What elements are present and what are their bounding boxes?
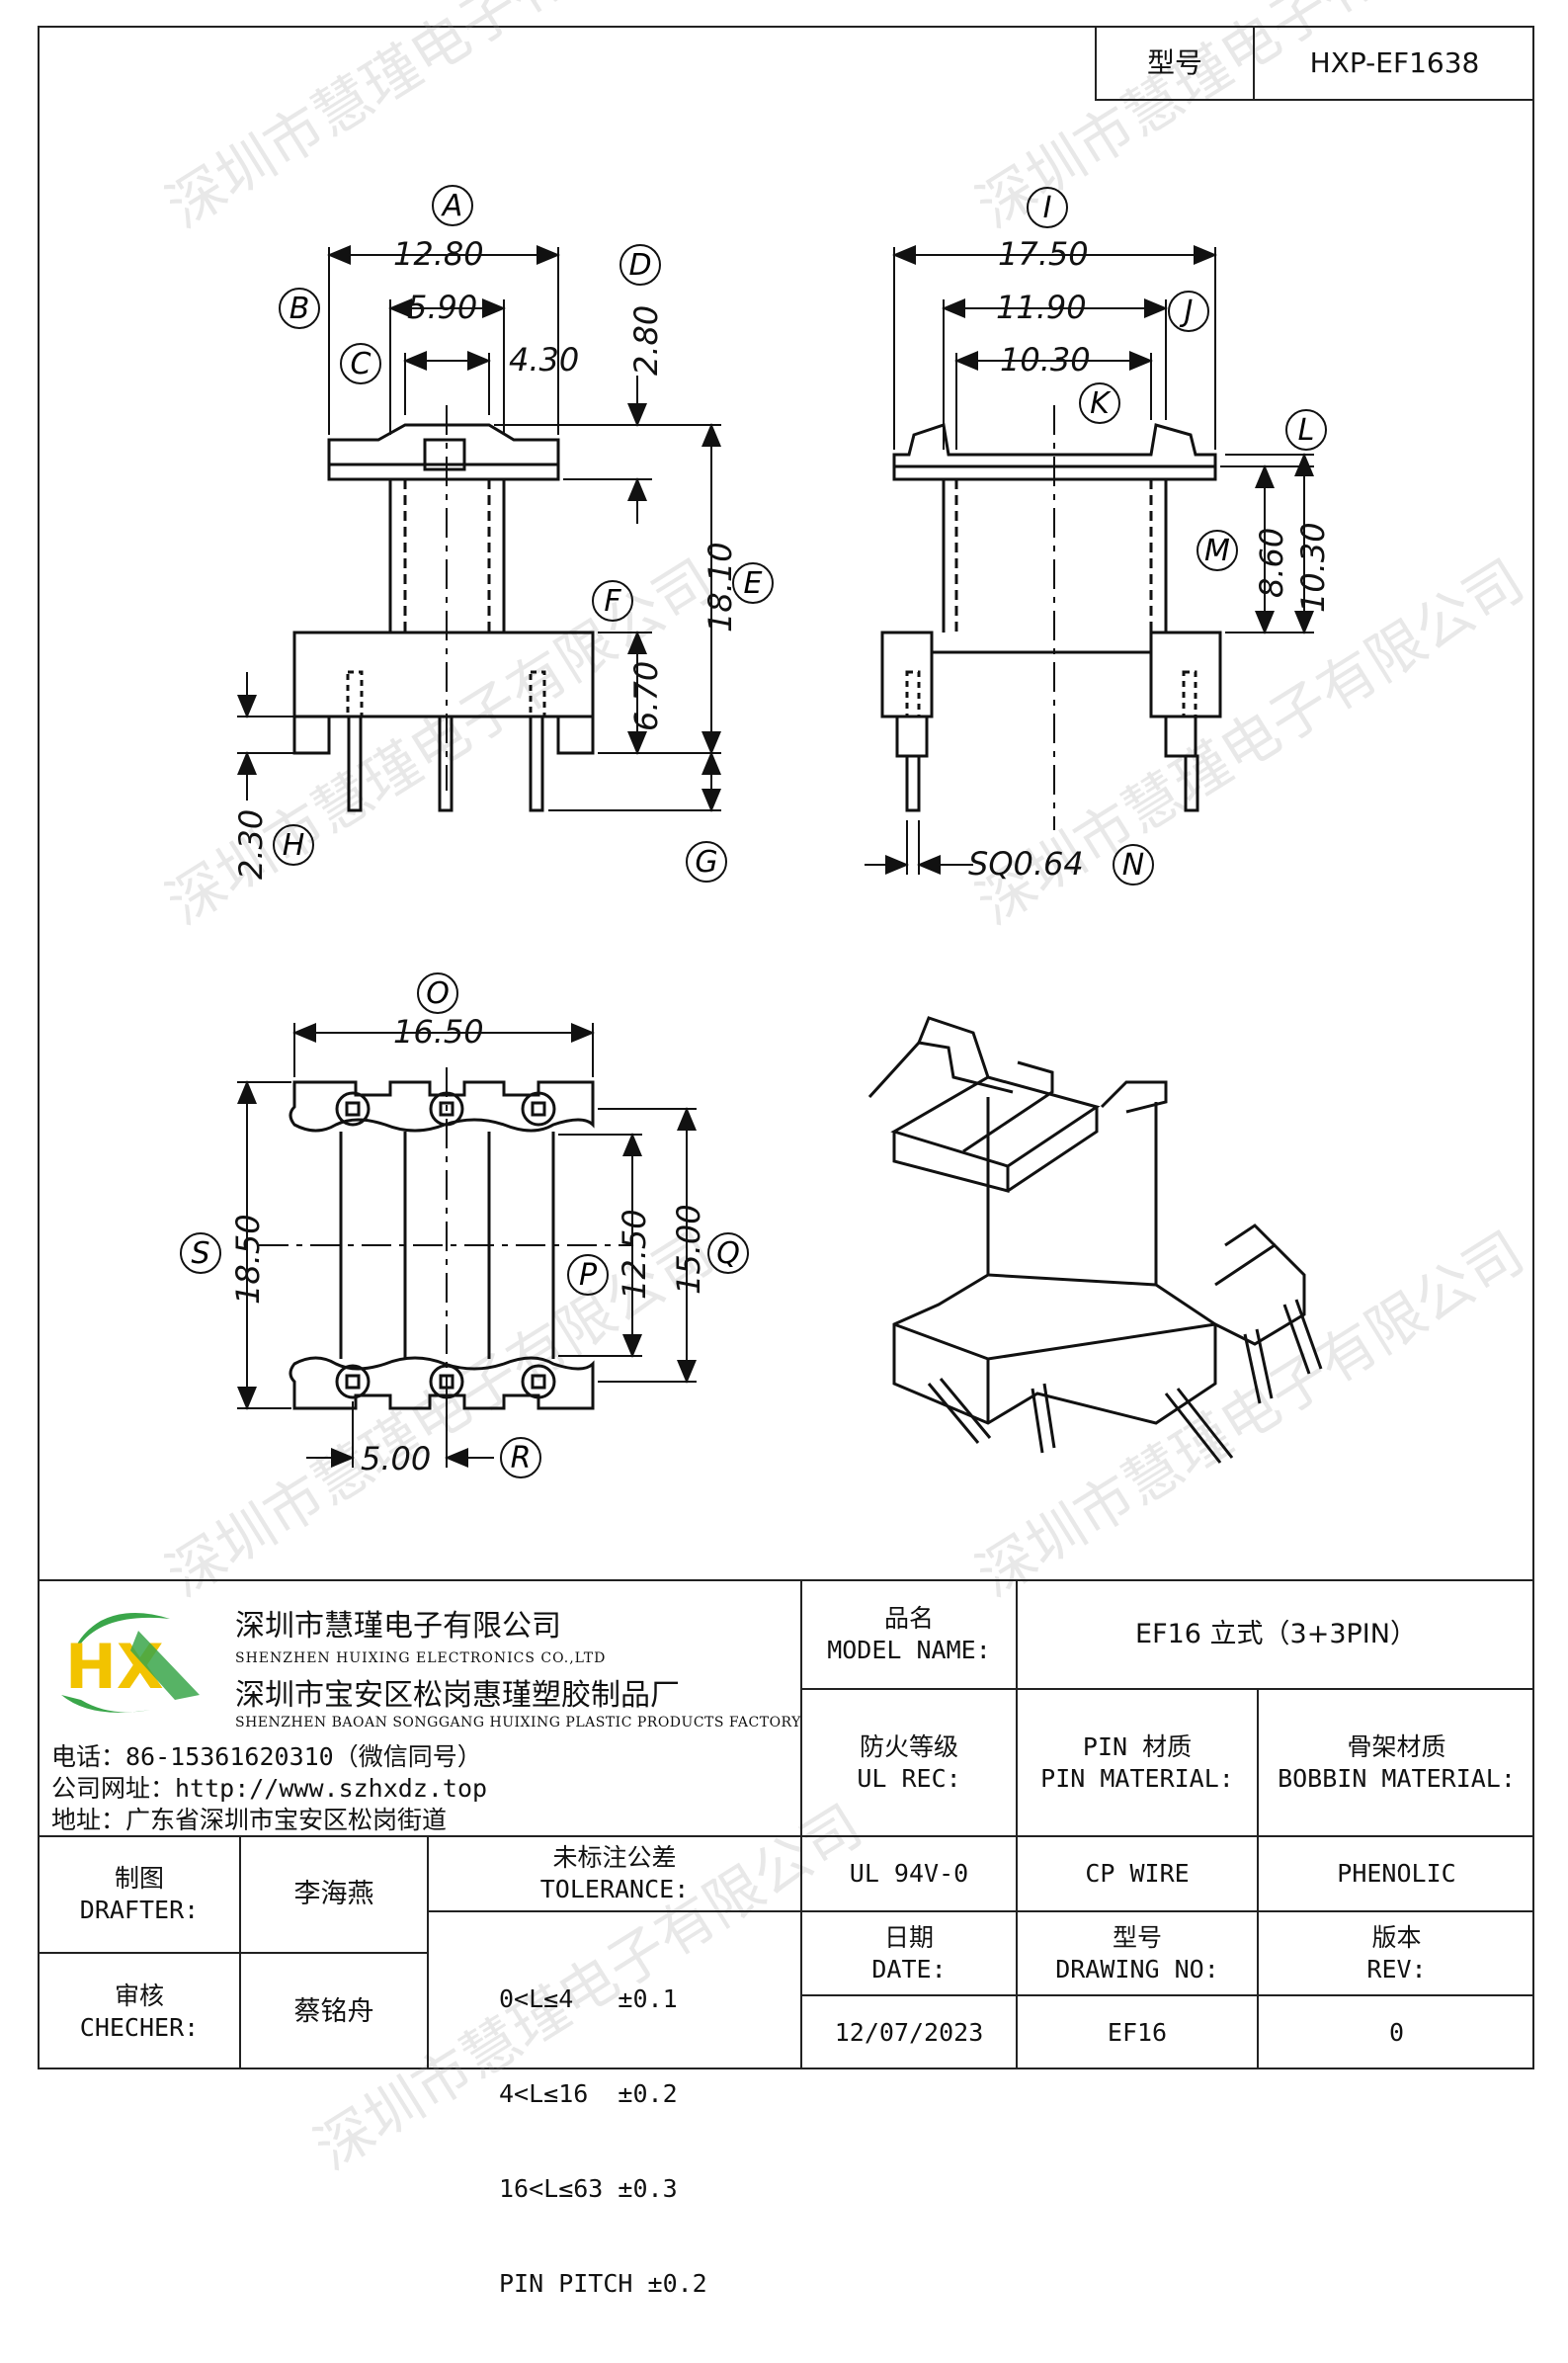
dim-D-value: 2.80 — [627, 305, 665, 376]
dim-F-value: 6.70 — [627, 661, 665, 731]
factory-name-cn: 深圳市宝安区松岗惠瑾塑胶制品厂 — [235, 1678, 680, 1713]
dim-M-value: 8.60 — [1253, 528, 1290, 598]
tolerance-row: PIN PITCH ±0.2 — [499, 2269, 707, 2298]
drawing-no-value: EF16 — [1107, 2018, 1168, 2047]
dim-B-value: 5.90 — [407, 289, 477, 326]
company-website[interactable]: 公司网址：http://www.szhxdz.top — [51, 1774, 488, 1803]
factory-name-en: SHENZHEN BAOAN SONGGANG HUIXING PLASTIC … — [235, 1715, 801, 1730]
label-G: G — [695, 845, 717, 880]
checker-name: 蔡铭舟 — [293, 1995, 374, 2027]
label-P: P — [579, 1258, 598, 1293]
company-logo: HX — [61, 1612, 200, 1713]
dim-K-value: 10.30 — [1000, 341, 1091, 379]
drawing-sheet: 深圳市慧瑾电子有限公司 深圳市慧瑾电子有限公司 深圳市慧瑾电子有限公司 深圳市慧… — [38, 0, 1535, 2298]
drafter-name: 李海燕 — [293, 1879, 374, 1909]
label-F: F — [604, 584, 621, 619]
model-label: 型号 — [1146, 46, 1202, 79]
label-D: D — [628, 248, 651, 283]
dim-I-value: 17.50 — [998, 235, 1089, 273]
dim-S-value: 18.50 — [229, 1214, 267, 1305]
label-J: J — [1180, 295, 1194, 329]
label-N: N — [1122, 848, 1144, 883]
bottom-view — [259, 1067, 632, 1423]
label-C: C — [351, 347, 371, 381]
company-name-cn: 深圳市慧瑾电子有限公司 — [235, 1609, 561, 1644]
sheet-frame — [38, 26, 1534, 2069]
ul-rec-value: UL 94V-0 — [849, 1859, 969, 1888]
dim-A-value: 12.80 — [393, 235, 484, 273]
dim-C-value: 4.30 — [509, 341, 579, 379]
pin-material-value: CP WIRE — [1085, 1859, 1190, 1888]
dim-J-value: 11.90 — [996, 289, 1087, 326]
label-I: I — [1043, 191, 1052, 225]
front-view — [292, 405, 595, 812]
model-value: HXP-EF1638 — [1309, 46, 1480, 79]
label-K: K — [1090, 386, 1112, 421]
label-R: R — [511, 1441, 532, 1476]
date-value: 12/07/2023 — [834, 2018, 984, 2047]
label-O: O — [426, 976, 450, 1011]
label-H: H — [283, 828, 305, 863]
side-view — [880, 405, 1222, 830]
company-address: 地址：广东省深圳市宝安区松岗街道 — [51, 1806, 448, 1834]
tolerance-row: 4<L≤16 ±0.2 — [499, 2079, 678, 2108]
tolerance-row: 0<L≤4 ±0.1 — [499, 1984, 678, 2013]
technical-drawing: 12.80 5.90 4.30 2.80 18.10 6.70 2.30 17.… — [180, 185, 1332, 1478]
dim-O-value: 16.50 — [393, 1013, 484, 1051]
rev-value: 0 — [1388, 2018, 1405, 2047]
label-L: L — [1298, 413, 1315, 448]
company-name-en: SHENZHEN HUIXING ELECTRONICS CO.,LTD — [235, 1650, 607, 1666]
label-B: B — [289, 292, 310, 326]
label-M: M — [1204, 534, 1230, 568]
isometric-view — [867, 1016, 1323, 1464]
label-A: A — [441, 189, 463, 223]
tolerance-table: 0<L≤4 ±0.1 4<L≤16 ±0.2 16<L≤63 ±0.3 PIN … — [499, 1920, 707, 2363]
label-Q: Q — [716, 1236, 740, 1271]
dim-Q-value: 15.00 — [670, 1204, 707, 1295]
dim-P-value: 12.50 — [616, 1209, 653, 1300]
dim-H-value: 2.30 — [232, 809, 270, 880]
dim-N-value: SQ0.64 — [968, 845, 1084, 883]
dim-L-value: 10.30 — [1294, 522, 1332, 613]
model-name-value: EF16 立式（3+3PIN） — [1135, 1619, 1417, 1649]
dim-R-value: 5.00 — [361, 1440, 431, 1477]
tolerance-row: 16<L≤63 ±0.3 — [499, 2174, 678, 2203]
bobbin-material-value: PHENOLIC — [1337, 1859, 1456, 1888]
label-E: E — [744, 566, 763, 601]
label-S: S — [191, 1236, 209, 1271]
company-phone: 电话：86-15361620310（微信同号） — [51, 1742, 482, 1771]
